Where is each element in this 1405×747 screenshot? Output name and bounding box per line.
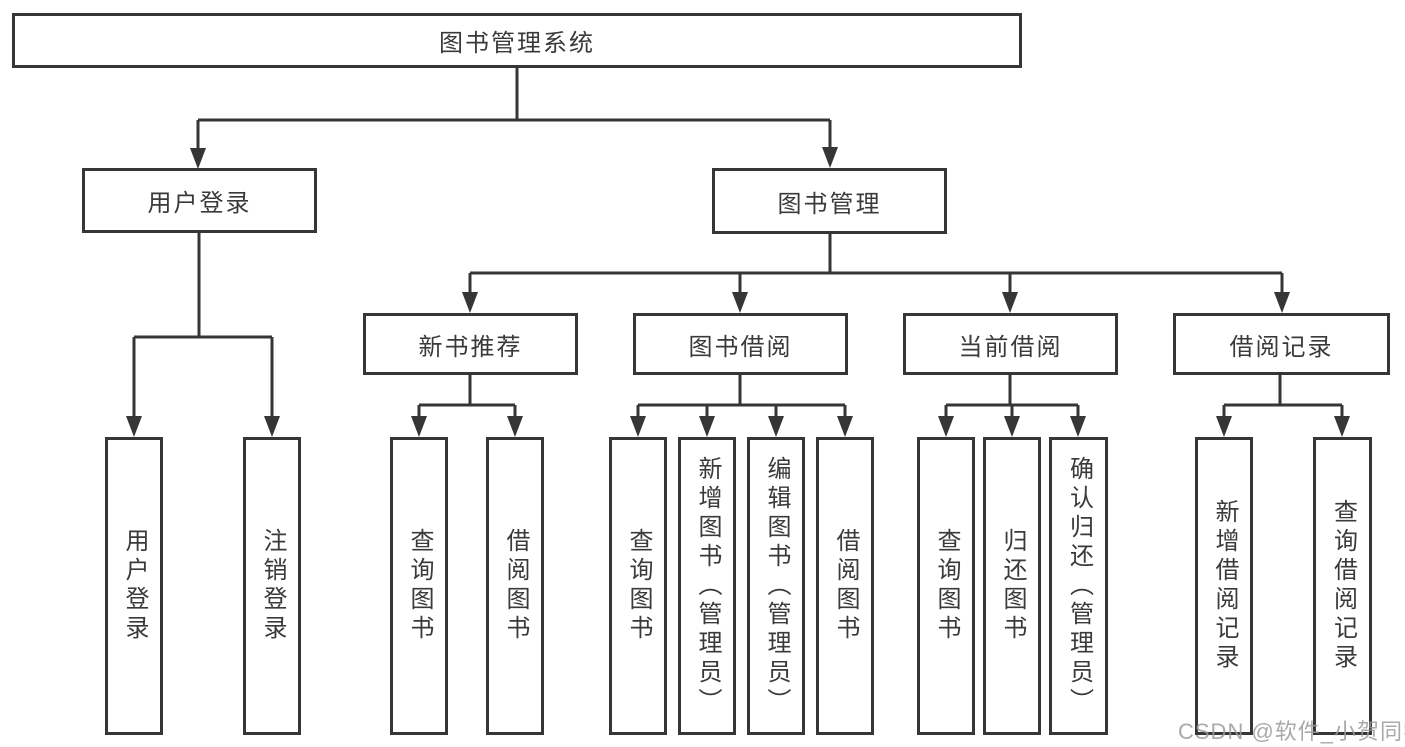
node-root: 图书管理系统 (12, 13, 1022, 68)
connector-current-borrow-children (944, 375, 1080, 419)
arrowhead-icon (1002, 292, 1018, 313)
arrowhead-icon (630, 416, 646, 437)
leaf-borrow-book-recommend: 借阅图书 (486, 437, 544, 735)
leaf-return-book: 归还图书 (983, 437, 1041, 735)
node-book-management: 图书管理 (712, 168, 947, 234)
arrowhead-icon (411, 416, 427, 437)
leaf-query-book-recommend: 查询图书 (390, 437, 448, 735)
leaf-query-book-borrow: 查询图书 (609, 437, 667, 735)
node-borrow-records: 借阅记录 (1173, 313, 1390, 375)
arrowhead-icon (768, 416, 784, 437)
csdn-watermark: CSDN @软件_小贺同学 (1178, 719, 1405, 744)
node-current-borrow: 当前借阅 (903, 313, 1118, 375)
connector-borrow-records-children (1222, 375, 1344, 419)
arrowhead-icon (732, 292, 748, 313)
node-new-book-recommend: 新书推荐 (363, 313, 578, 375)
leaf-logout-login: 注销登录 (243, 437, 301, 735)
arrowhead-icon (1274, 292, 1290, 313)
leaf-user-login: 用户登录 (105, 437, 163, 735)
leaf-add-book-admin: 新增图书（管理员） (678, 437, 736, 735)
connector-new-book-recommend-children (417, 375, 517, 419)
arrowhead-icon (126, 416, 142, 437)
leaf-edit-book-admin: 编辑图书（管理员） (747, 437, 805, 735)
connector-book-borrow-children (636, 375, 847, 419)
arrowhead-icon (1334, 416, 1350, 437)
arrowhead-icon (699, 416, 715, 437)
node-book-borrow: 图书借阅 (633, 313, 848, 375)
connector-root-to-level2 (196, 68, 832, 150)
connector-book-management-children (468, 234, 1284, 296)
arrowhead-icon (1216, 416, 1232, 437)
leaf-borrow-book: 借阅图书 (816, 437, 874, 735)
node-user-login: 用户登录 (82, 168, 317, 233)
arrowhead-icon (507, 416, 523, 437)
arrowhead-icon (938, 416, 954, 437)
leaf-query-book-current: 查询图书 (917, 437, 975, 735)
arrowhead-icon (264, 416, 280, 437)
connector-user-login-children (132, 233, 274, 419)
leaf-add-borrow-record: 新增借阅记录 (1195, 437, 1253, 735)
arrowhead-icon (462, 292, 478, 313)
arrowhead-icon (1004, 416, 1020, 437)
arrowhead-icon (1070, 416, 1086, 437)
arrowhead-icon (822, 147, 838, 168)
arrowhead-icon (837, 416, 853, 437)
arrowhead-icon (190, 148, 206, 169)
leaf-query-borrow-record: 查询借阅记录 (1313, 437, 1372, 735)
leaf-confirm-return-admin: 确认归还（管理员） (1049, 437, 1108, 735)
